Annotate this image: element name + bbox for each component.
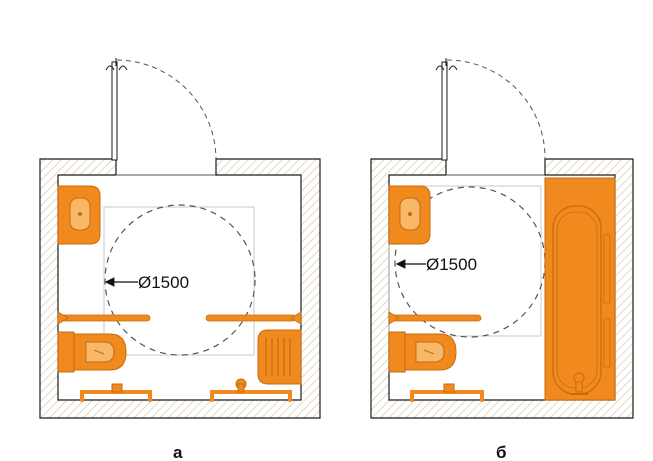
plan-a-walls <box>39 158 321 419</box>
plan-a-shower-tray <box>257 329 302 385</box>
plan-a-grab-bar-right <box>205 311 302 325</box>
plan-b-dimension-label: Ø1500 <box>426 255 477 274</box>
plan-b-caption: б <box>496 443 507 461</box>
plan-b-tub-mixer <box>570 372 588 395</box>
plan-a-grab-bar-left <box>57 311 151 325</box>
plan-a-washbasin <box>57 185 101 245</box>
plan-a-shower-mixer <box>210 378 292 402</box>
plan-a-dimension-label: Ø1500 <box>138 273 189 292</box>
plan-a-caption: а <box>173 443 183 461</box>
plan-b-clearance-area <box>388 185 542 337</box>
plan-a: Ø1500 <box>39 58 321 419</box>
plan-b: Ø1500 <box>370 58 634 419</box>
plan-b-floor-grab-rail <box>410 383 484 402</box>
plan-b-door <box>435 58 546 176</box>
plan-a-door <box>105 58 217 176</box>
plan-b-grab-bar-left <box>388 311 482 325</box>
plan-a-toilet <box>57 331 127 373</box>
plan-b-bathtub <box>544 177 616 401</box>
plan-a-floor-grab-rail <box>80 383 152 402</box>
plan-a-clearance-area <box>103 206 255 356</box>
plan-b-walls <box>370 158 634 419</box>
plan-b-tub-grab-bar <box>603 233 611 369</box>
plan-b-toilet <box>388 331 457 373</box>
plan-b-washbasin <box>388 185 431 245</box>
